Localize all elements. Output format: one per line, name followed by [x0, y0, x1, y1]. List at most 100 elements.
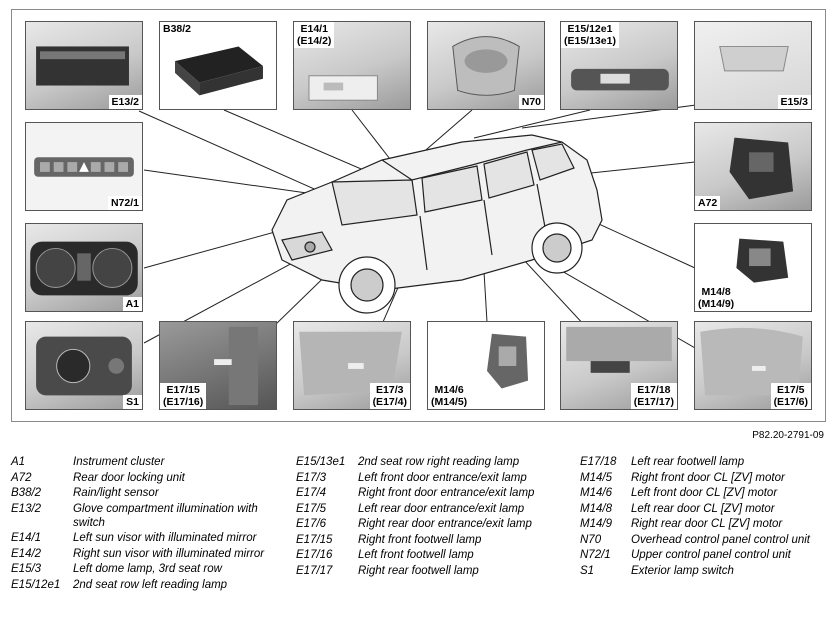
thumb-e17-5: E17/5 (E17/6) — [694, 321, 812, 410]
legend-row: E17/4 Right front door entrance/exit lamp — [296, 486, 566, 500]
legend-description: Right sun visor with illuminated mirror — [73, 547, 265, 560]
legend-code: E17/17 — [296, 564, 333, 577]
legend-code: E17/5 — [296, 502, 327, 515]
component-label: S1 — [123, 395, 142, 409]
thumb-a72: A72 — [694, 122, 812, 211]
legend-code: E17/16 — [296, 549, 333, 561]
legend-code: E17/6 — [296, 518, 327, 530]
component-label: E13/2 — [108, 95, 142, 109]
legend-description: Left front footwell lamp — [358, 549, 474, 561]
legend-code: N70 — [580, 533, 602, 546]
thumb-e17-3: E17/3 (E17/4) — [293, 321, 411, 410]
component-label: E17/5 (E17/6) — [770, 383, 811, 409]
legend-code: A1 — [11, 456, 26, 468]
component-label: E14/1 (E14/2) — [294, 22, 335, 48]
legend-description: Upper control panel control unit — [631, 549, 791, 561]
component-label: A72 — [695, 196, 721, 210]
legend-code: M14/5 — [580, 471, 612, 484]
thumb-m14-8: M14/8 (M14/9) — [694, 223, 812, 312]
thumb-m14-6: M14/6 (M14/5) — [427, 321, 545, 410]
thumb-e13-2: E13/2 — [25, 21, 143, 110]
legend-code: E14/1 — [11, 532, 42, 545]
legend-code: E17/4 — [296, 487, 327, 499]
legend-code: A72 — [11, 471, 32, 484]
component-location-figure: E13/2 B38/2 E14/1 (E14/2) N70 E15/12e1 (… — [11, 9, 826, 422]
legend-code: M14/6 — [580, 487, 612, 499]
figure-reference-id: P82.20-2791-09 — [752, 430, 824, 441]
legend-description: Glove compartment illumination with swit… — [73, 502, 258, 529]
thumb-e17-18: E17/18 (E17/17) — [560, 321, 678, 410]
legend-description: Right rear footwell lamp — [358, 564, 479, 577]
legend-row: E17/15 Right front footwell lamp — [296, 533, 566, 547]
thumb-n70: N70 — [427, 21, 545, 110]
legend-code: M14/9 — [580, 518, 612, 530]
thumb-a1: A1 — [25, 223, 143, 312]
legend-code: M14/8 — [580, 502, 612, 515]
legend-description: 2nd seat row right reading lamp — [358, 456, 520, 468]
legend-code: E13/2 — [11, 502, 42, 515]
legend-description: Overhead control panel control unit — [631, 533, 810, 546]
legend-row: M14/5 Right front door CL [ZV] motor — [580, 471, 820, 485]
legend-code: E15/13e1 — [296, 456, 346, 468]
thumb-e17-15: E17/15 (E17/16) — [159, 321, 277, 410]
component-label: M14/8 (M14/9) — [695, 285, 738, 311]
legend-row: E17/17 Right rear footwell lamp — [296, 564, 566, 578]
legend-row: M14/9 Right rear door CL [ZV] motor — [580, 517, 820, 531]
component-label: E17/18 (E17/17) — [630, 383, 677, 409]
legend-description: Left front door CL [ZV] motor — [631, 487, 778, 499]
legend-description: Left dome lamp, 3rd seat row — [73, 563, 222, 576]
legend-row: E17/5 Left rear door entrance/exit lamp — [296, 502, 566, 516]
legend-row: E14/2 Right sun visor with illuminated mi… — [11, 547, 281, 561]
legend-row: B38/2 Rain/light sensor — [11, 486, 281, 500]
legend-description: Right front footwell lamp — [358, 533, 482, 546]
legend-row: E17/6 Right rear door entrance/exit lamp — [296, 517, 566, 531]
thumb-s1: S1 — [25, 321, 143, 410]
component-label: E15/12e1 (E15/13e1) — [561, 22, 619, 48]
component-label: E17/15 (E17/16) — [160, 383, 207, 409]
legend-description: Right front door entrance/exit lamp — [358, 487, 535, 499]
legend-description: Rear door locking unit — [73, 471, 185, 484]
component-label: M14/6 (M14/5) — [428, 383, 471, 409]
thumb-b38-2: B38/2 — [159, 21, 277, 110]
legend-code: E17/15 — [296, 533, 333, 546]
component-label: E17/3 (E17/4) — [369, 383, 410, 409]
thumb-e15-3: E15/3 — [694, 21, 812, 110]
vehicle-illustration — [271, 134, 603, 314]
thumb-e15-12e1: E15/12e1 (E15/13e1) — [560, 21, 678, 110]
legend-description: Left rear door entrance/exit lamp — [358, 502, 525, 515]
component-label: B38/2 — [160, 22, 195, 36]
legend-description: Right rear door CL [ZV] motor — [631, 518, 783, 530]
legend-description: Left sun visor with illuminated mirror — [73, 532, 257, 545]
legend-row: A72 Rear door locking unit — [11, 471, 281, 485]
legend-code: S1 — [580, 564, 595, 577]
component-label: A1 — [122, 297, 142, 311]
legend-code: B38/2 — [11, 487, 42, 499]
legend-code: E17/18 — [580, 456, 617, 468]
legend-description: Left rear door CL [ZV] motor — [631, 502, 775, 515]
thumb-n72-1: N72/1 — [25, 122, 143, 211]
legend-row: N70 Overhead control panel control unit — [580, 533, 820, 547]
legend-description: Right rear door entrance/exit lamp — [358, 518, 532, 530]
legend-row: M14/8 Left rear door CL [ZV] motor — [580, 502, 820, 516]
legend-code: E14/2 — [11, 547, 42, 560]
legend-code: E15/12e1 — [11, 578, 61, 591]
legend-row: N72/1 Upper control panel control unit — [580, 548, 820, 562]
legend-description: Left front door entrance/exit lamp — [358, 471, 527, 484]
legend-row: E13/2 Glove compartment illumination with… — [11, 502, 281, 530]
legend-row: E15/12e1 2nd seat row left reading lamp — [11, 578, 281, 592]
legend-description: Right front door CL [ZV] motor — [631, 471, 785, 484]
legend-code: N72/1 — [580, 549, 611, 561]
thumb-e14-1: E14/1 (E14/2) — [293, 21, 411, 110]
legend-description: Rain/light sensor — [73, 487, 159, 499]
legend-row: M14/6 Left front door CL [ZV] motor — [580, 486, 820, 500]
legend-row: E15/13e1 2nd seat row right reading lamp — [296, 455, 566, 469]
legend-description: 2nd seat row left reading lamp — [73, 578, 228, 591]
